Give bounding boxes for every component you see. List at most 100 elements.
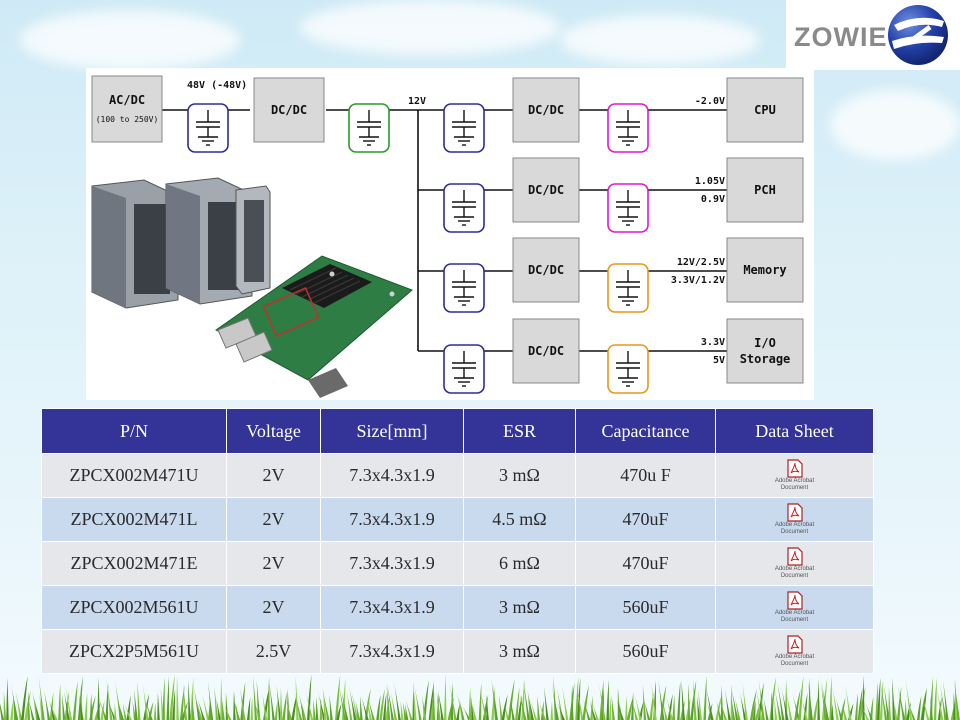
- grass-blade: [195, 694, 206, 720]
- grass-blade: [704, 680, 714, 720]
- grass-blade: [616, 700, 624, 720]
- cell-data-sheet: Adobe Acrobat Document: [715, 585, 874, 630]
- grass-blade: [84, 692, 88, 720]
- grass-blade: [742, 682, 748, 720]
- cell-pn: ZPCX002M471U: [41, 453, 227, 498]
- grass-blade: [262, 693, 268, 720]
- grass-blade: [730, 696, 736, 720]
- cell-data-sheet: Adobe Acrobat Document: [715, 497, 874, 542]
- grass-blade: [517, 686, 527, 720]
- dcdc-memory-label: DC/DC: [528, 263, 564, 277]
- grass-blade: [172, 689, 176, 720]
- datasheet-link[interactable]: Adobe Acrobat Document: [775, 635, 814, 668]
- cell-capacitance: 560uF: [575, 629, 716, 674]
- grass-blade: [758, 677, 765, 720]
- grass-blade: [137, 681, 141, 720]
- datasheet-caption-line2: Document: [780, 661, 809, 667]
- grass-blade: [819, 674, 830, 720]
- grass-blade: [428, 683, 434, 720]
- grass-blade: [385, 678, 394, 720]
- grass-blade: [791, 691, 801, 720]
- grass-blade: [920, 687, 927, 720]
- grass-blade: [935, 682, 944, 720]
- capacitor-spec-table: P/N Voltage Size[mm] ESR Capacitance Dat…: [41, 408, 874, 674]
- grass-blade: [677, 680, 681, 720]
- datasheet-link[interactable]: Adobe Acrobat Document: [775, 547, 814, 580]
- grass-blade: [492, 683, 499, 720]
- load-capacitor-icon: [607, 103, 649, 153]
- grass-blade: [436, 690, 441, 720]
- grass-blade: [222, 703, 232, 720]
- grass-blade: [633, 691, 642, 720]
- grass-blade: [329, 694, 333, 720]
- grass-blade: [835, 697, 843, 720]
- grass-blade: [319, 697, 323, 720]
- grass-blade: [349, 682, 359, 720]
- grass-blade: [693, 679, 697, 720]
- grass-blade: [3, 690, 7, 720]
- grass-blade: [665, 695, 674, 720]
- grass-blade: [939, 680, 947, 720]
- grass-blade: [672, 695, 675, 720]
- grass-blade: [405, 703, 409, 720]
- grass-blade: [77, 676, 83, 720]
- memory-voltage-label-1: 12V/2.5V: [677, 257, 725, 268]
- grass-blade: [348, 686, 357, 720]
- grass-blade: [507, 679, 515, 720]
- grass-blade: [467, 689, 477, 720]
- io-voltage-label-2: 5V: [713, 355, 725, 366]
- bus-12v-label: 12V: [408, 96, 426, 107]
- grass-blade: [126, 695, 131, 720]
- grass-blade: [510, 697, 515, 720]
- cloud-decoration: [830, 90, 960, 160]
- cell-voltage: 2V: [226, 497, 321, 542]
- dcdc-memory-box: [512, 237, 580, 303]
- grass-blade: [752, 700, 756, 720]
- grass-blade: [253, 697, 261, 720]
- grass-blade: [162, 677, 165, 720]
- grass-blade: [437, 688, 444, 720]
- grass-blade: [461, 703, 471, 720]
- grass-blade: [274, 700, 278, 720]
- grass-blade: [697, 696, 701, 720]
- grass-blade: [335, 675, 341, 720]
- io-label: I/O: [754, 336, 776, 350]
- grass-blade: [883, 681, 890, 720]
- memory-label: Memory: [743, 263, 786, 277]
- cell-size: 7.3x4.3x1.9: [320, 629, 464, 674]
- grass-blade: [611, 694, 615, 720]
- datasheet-caption-line2: Document: [780, 485, 809, 491]
- grass-blade: [240, 682, 246, 720]
- grass-blade: [831, 684, 839, 720]
- grass-blade: [336, 676, 347, 720]
- grass-blade: [220, 677, 223, 720]
- pch-label: PCH: [754, 183, 776, 197]
- grass-blade: [21, 675, 28, 720]
- grass-blade: [100, 700, 105, 720]
- grass-blade: [953, 677, 960, 720]
- grass-blade: [663, 703, 668, 720]
- datasheet-link[interactable]: Adobe Acrobat Document: [775, 503, 814, 536]
- grass-blade: [784, 683, 793, 720]
- grass-blade: [183, 684, 188, 720]
- datasheet-link[interactable]: Adobe Acrobat Document: [775, 459, 814, 492]
- datasheet-link[interactable]: Adobe Acrobat Document: [775, 591, 814, 624]
- grass-blade: [517, 695, 523, 720]
- grass-blade: [690, 680, 697, 720]
- grass-blade: [256, 679, 261, 720]
- grass-blade: [794, 689, 801, 720]
- datasheet-caption-line2: Document: [780, 617, 809, 623]
- grass-blade: [347, 692, 353, 720]
- grass-blade: [734, 697, 741, 720]
- datasheet-caption-line1: Adobe Acrobat: [774, 522, 815, 528]
- grass-decoration: [0, 674, 960, 720]
- acdc-label: AC/DC: [109, 93, 145, 107]
- grass-blade: [921, 689, 927, 720]
- grass-blade: [313, 699, 316, 720]
- grass-blade: [413, 680, 417, 720]
- table-row: ZPCX002M561U 2V 7.3x4.3x1.9 3 mΩ 560uF A…: [41, 585, 874, 630]
- cell-capacitance: 470uF: [575, 497, 716, 542]
- acdc-box: [91, 75, 163, 143]
- datasheet-caption-line1: Adobe Acrobat: [774, 478, 815, 484]
- cell-size: 7.3x4.3x1.9: [320, 585, 464, 630]
